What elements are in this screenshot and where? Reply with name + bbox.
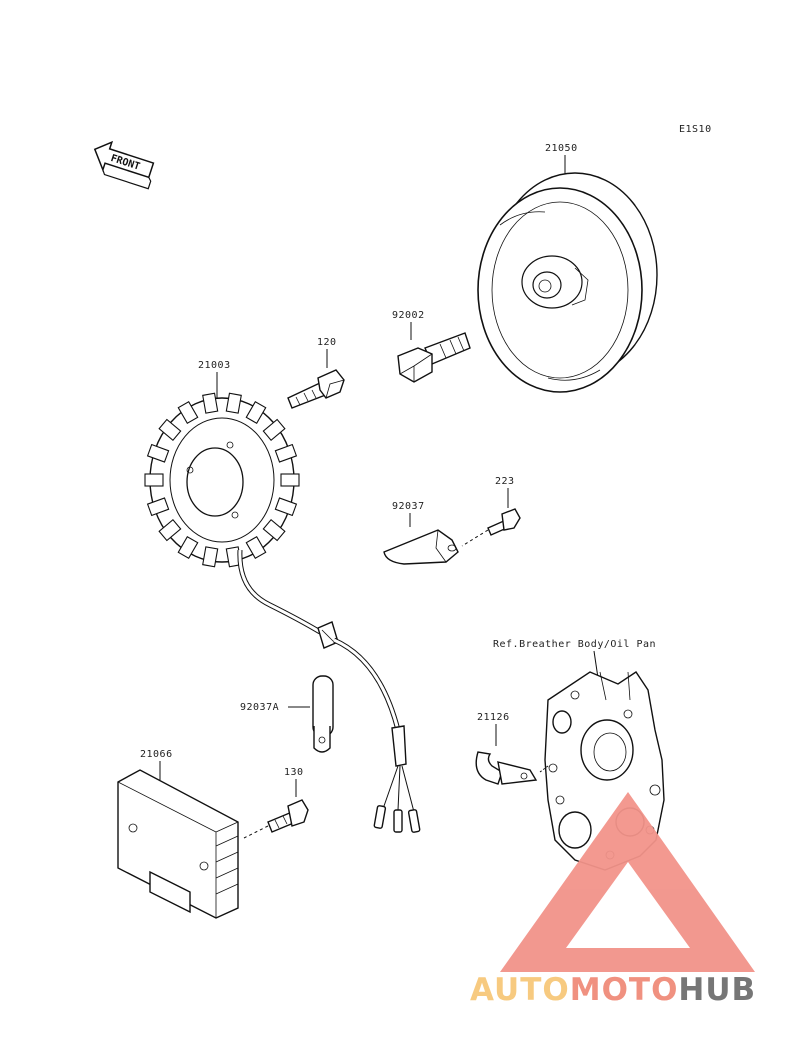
stator-teeth — [144, 392, 300, 568]
stator-tooth — [144, 473, 164, 487]
regulator-21066: 21066 — [117, 749, 239, 919]
watermark-triangle-icon — [500, 792, 755, 972]
stator-tooth — [146, 497, 170, 517]
part-label-92002: 92002 — [392, 310, 425, 321]
stator-tooth — [245, 400, 267, 425]
part-label-120: 120 — [317, 337, 337, 348]
part-label-21003: 21003 — [198, 360, 231, 371]
stator-tooth — [158, 418, 182, 442]
stator-tooth — [177, 400, 199, 425]
stator-tooth — [177, 535, 199, 560]
reference-note: Ref.Breather Body/Oil Pan — [493, 639, 656, 650]
part-label-21050: 21050 — [545, 143, 578, 154]
stator-tooth — [225, 392, 242, 414]
stator-tooth — [202, 546, 219, 568]
wire-clamp-92037: 92037 — [383, 501, 459, 565]
watermark-word-auto: AUTO — [470, 972, 570, 1008]
clamp-21126: 21126 — [475, 712, 549, 785]
watermark-word-hub: HUB — [678, 972, 756, 1008]
stator-tooth — [274, 497, 298, 517]
stator-tooth — [245, 535, 267, 560]
front-arrow-icon: FRONT — [93, 140, 155, 190]
stator-21003: 21003 — [144, 360, 300, 568]
stator-wire-harness — [237, 549, 421, 833]
stator-tooth — [202, 392, 219, 414]
wire-clamp-92037A: 92037A — [240, 675, 334, 753]
part-label-92037A: 92037A — [240, 702, 279, 713]
part-label-223: 223 — [495, 476, 515, 487]
part-label-92037: 92037 — [392, 501, 425, 512]
rotor-bolt-92002: 92002 — [392, 310, 471, 383]
watermark-logo: AUTOMOTOHUB — [470, 792, 756, 1008]
clamp-screw-223: 223 — [461, 476, 521, 547]
rotor-21050: 21050 — [477, 143, 658, 393]
stator-tooth — [158, 518, 182, 542]
diagram-code: E1S10 — [679, 124, 712, 135]
stator-tooth — [146, 443, 170, 463]
part-label-21126: 21126 — [477, 712, 510, 723]
watermark-word-moto: MOTO — [570, 972, 679, 1008]
stator-bolt-120: 120 — [287, 337, 345, 409]
part-label-21066: 21066 — [140, 749, 173, 760]
stator-tooth — [280, 473, 300, 487]
stator-tooth — [262, 418, 286, 442]
stator-tooth — [274, 443, 298, 463]
regulator-bolt-130: 130 — [243, 767, 309, 839]
part-label-130: 130 — [284, 767, 304, 778]
watermark-text: AUTOMOTOHUB — [470, 972, 756, 1008]
stator-tooth — [262, 518, 286, 542]
